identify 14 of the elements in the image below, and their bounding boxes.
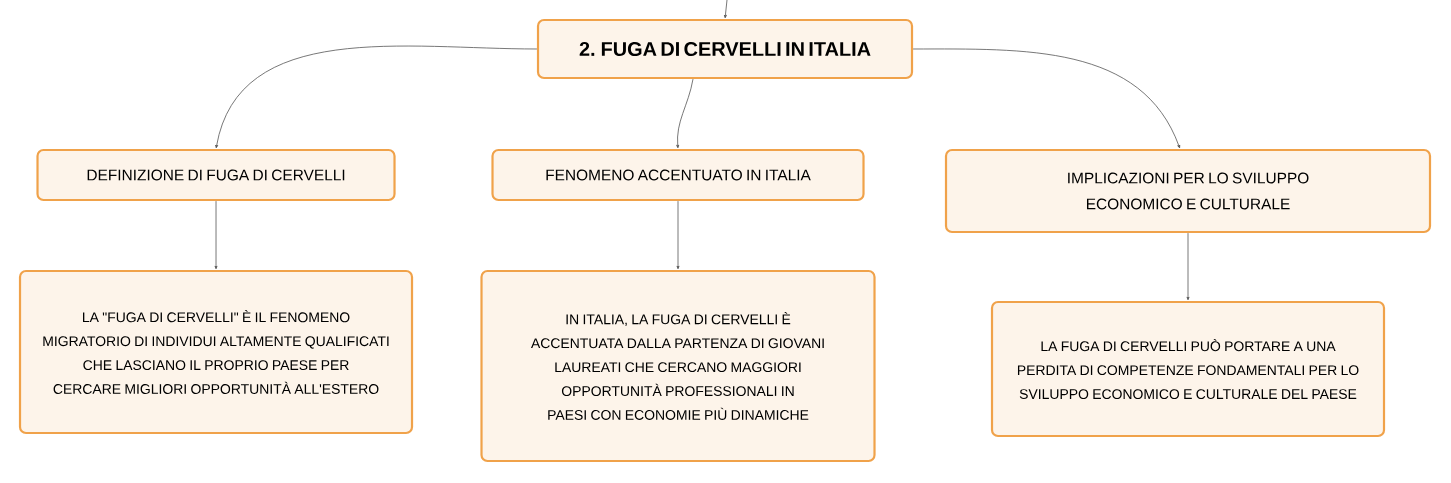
arrow xyxy=(912,48,1181,149)
arrow xyxy=(676,200,680,270)
description-box: LA FUGA DI CERVELLI PUÒ PORTARE A UNA PERDITA DI COMPETENZE FONDAMENTALI PER LO SVILUPPO ECONOMICO E CULTURALE DEL PAESE xyxy=(990,300,1386,438)
description-box: IN ITALIA, LA FUGA DI CERVELLI È ACCENTUATA DALLA PARTENZA DI GIOVANI LAUREATI CHE CERCANO MAGGIORI OPPORTUNITÀ PROFESSIONALI IN PAESI CON ECONOMIE PIÙ DINAMICHE xyxy=(480,269,876,463)
title-box: 2. FUGA DI CERVELLI IN ITALIA xyxy=(536,18,914,80)
arrow xyxy=(723,0,728,19)
arrow xyxy=(214,200,218,270)
arrow xyxy=(1186,232,1190,301)
description-box: LA "FUGA DI CERVELLI" È IL FENOMENO MIGRATORIO DI INDIVIDUI ALTAMENTE QUALIFICATI CHE LASCIANO IL PROPRIO PAESE PER CERCARE MIGLIORI OPPORTUNITÀ ALL'ESTERO xyxy=(18,269,414,435)
topic-box: IMPLICAZIONI PER LO SVILUPPO ECONOMICO E CULTURALE xyxy=(944,148,1432,234)
topic-box: DEFINIZIONE DI FUGA DI CERVELLI xyxy=(36,148,396,202)
arrow xyxy=(676,78,694,149)
arrow xyxy=(215,45,538,149)
topic-box: FENOMENO ACCENTUATO IN ITALIA xyxy=(491,148,865,202)
